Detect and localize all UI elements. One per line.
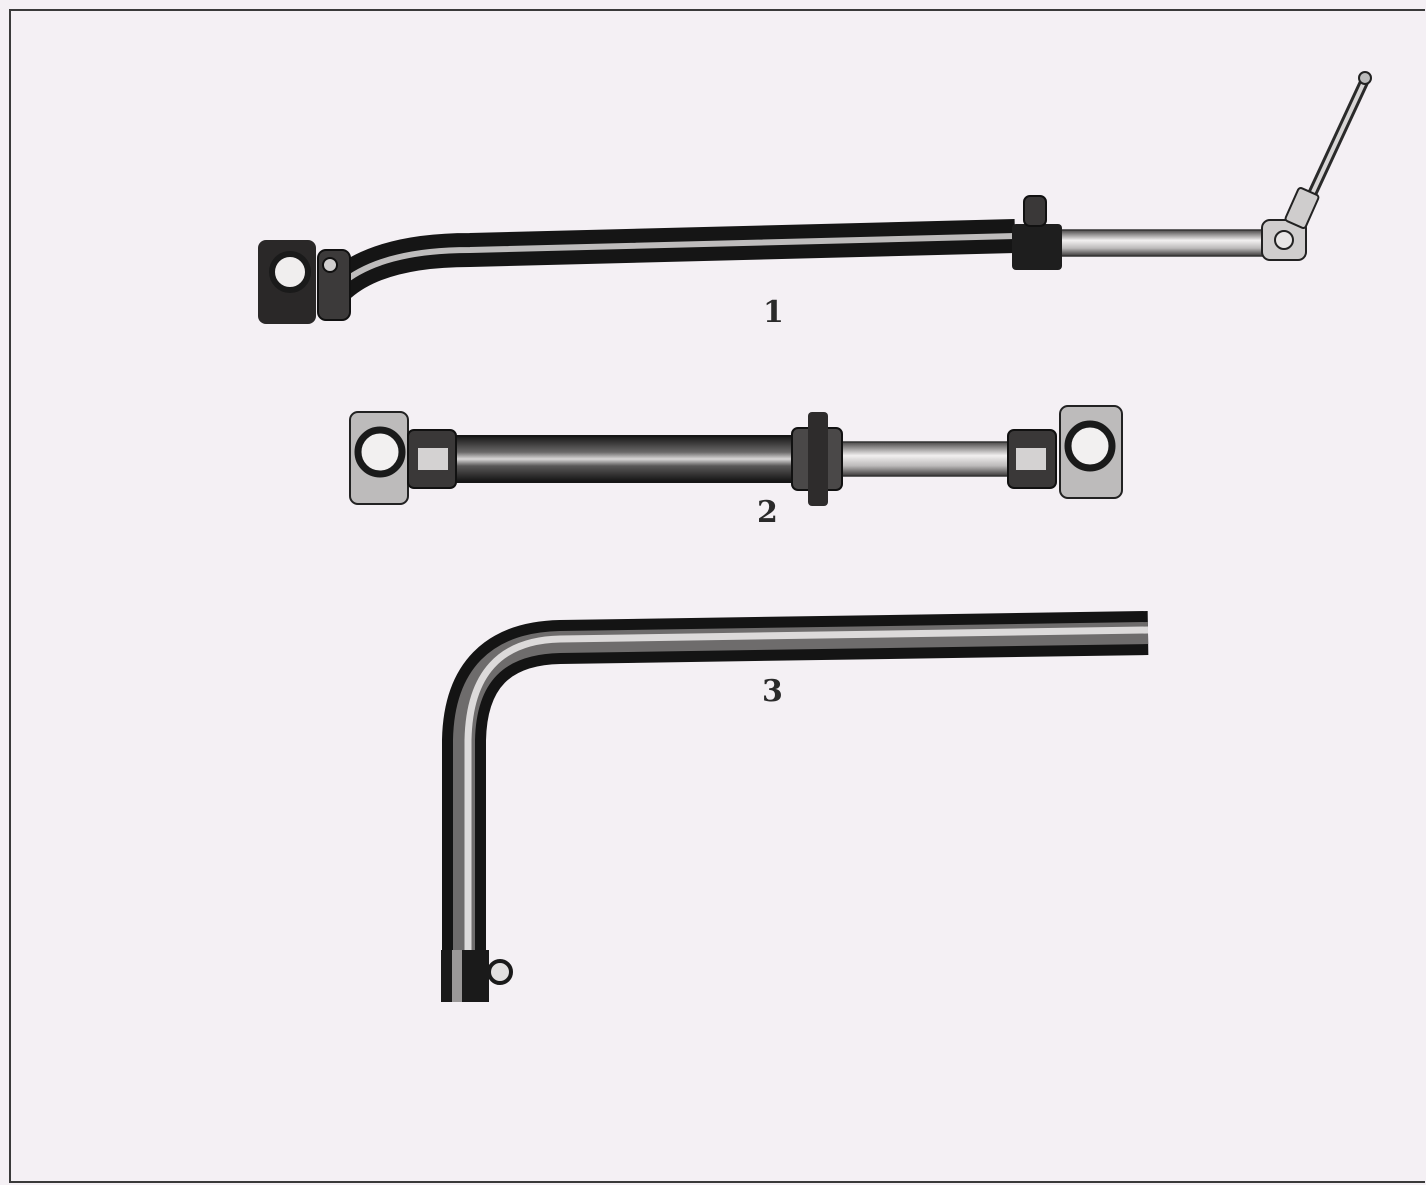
figure-1-label: 1 bbox=[763, 295, 784, 330]
figure-2-drawing bbox=[349, 405, 1123, 506]
plate-border bbox=[9, 9, 1425, 1183]
figure-3-label: 3 bbox=[762, 674, 783, 709]
figure-3-drawing bbox=[441, 611, 1149, 1002]
figure-2-label: 2 bbox=[757, 495, 778, 530]
figure-1-drawing bbox=[258, 71, 1372, 324]
